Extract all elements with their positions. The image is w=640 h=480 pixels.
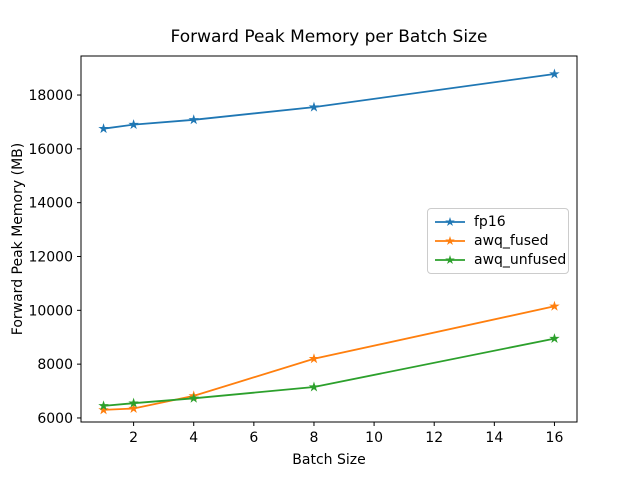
x-tick-label: 10 — [365, 430, 383, 446]
legend-label: awq_unfused — [474, 251, 567, 268]
y-tick-label: 8000 — [37, 357, 73, 373]
legend-sample-star — [445, 217, 455, 227]
data-point-marker-awq_fused — [549, 300, 560, 311]
legend-label: awq_fused — [474, 233, 549, 249]
data-point-marker-fp16 — [98, 123, 109, 134]
data-series — [98, 68, 560, 415]
data-point-marker-awq_unfused — [308, 381, 320, 392]
x-tick-label: 4 — [189, 430, 198, 446]
axis-ticks: 2 4 6 8 10 12 14 16 6000 8000 10000 12000 14000 16000… — [28, 88, 563, 446]
x-tick-label: 12 — [425, 430, 443, 446]
data-point-marker-awq_fused — [308, 353, 320, 364]
y-tick-label: 16000 — [28, 142, 73, 158]
y-axis-label: Forward Peak Memory (MB) — [10, 143, 26, 335]
y-tick-label: 14000 — [28, 196, 73, 212]
data-point-marker-awq_fused — [98, 404, 109, 415]
data-point-marker-awq_unfused — [188, 392, 199, 403]
chart-title: Forward Peak Memory per Batch Size — [171, 27, 488, 47]
y-tick-label: 18000 — [28, 88, 73, 104]
data-point-marker-awq_fused — [128, 403, 139, 413]
x-axis-label: Batch Size — [292, 452, 365, 468]
series-line-awq_unfused — [103, 337, 555, 407]
data-point-marker-fp16 — [549, 68, 560, 79]
legend-line-star-icon — [435, 236, 465, 246]
legend-item-awq-unfused: awq_unfused — [434, 250, 566, 269]
legend-label: fp16 — [474, 214, 506, 231]
data-point-marker-fp16 — [308, 101, 320, 112]
x-tick-label: 16 — [546, 430, 564, 446]
legend-line-star-icon — [435, 254, 465, 264]
legend-sample-star — [445, 254, 455, 264]
legend-item-awq-fused: awq_fused — [434, 232, 562, 251]
legend: fp16 awq_fused awq_unfused — [427, 208, 569, 274]
legend-sample-star — [445, 236, 455, 246]
y-tick-label: 10000 — [28, 303, 73, 319]
x-tick-label: 2 — [129, 430, 138, 446]
x-tick-label: 14 — [485, 430, 503, 446]
axes-frame — [80, 55, 578, 423]
y-tick-label: 6000 — [37, 411, 73, 427]
data-point-marker-fp16 — [128, 119, 139, 130]
series-line-fp16 — [103, 73, 555, 130]
x-tick-label: 8 — [310, 430, 319, 446]
y-tick-label: 12000 — [28, 249, 73, 265]
data-point-marker-awq_unfused — [549, 333, 560, 344]
legend-line-star-icon — [435, 217, 465, 227]
series-line-awq_fused — [103, 305, 555, 411]
data-point-marker-fp16 — [188, 114, 199, 125]
data-point-marker-awq_unfused — [128, 397, 139, 408]
data-point-marker-awq_unfused — [98, 400, 109, 411]
legend-item-fp16: fp16 — [434, 213, 562, 232]
x-tick-label: 6 — [249, 430, 258, 446]
